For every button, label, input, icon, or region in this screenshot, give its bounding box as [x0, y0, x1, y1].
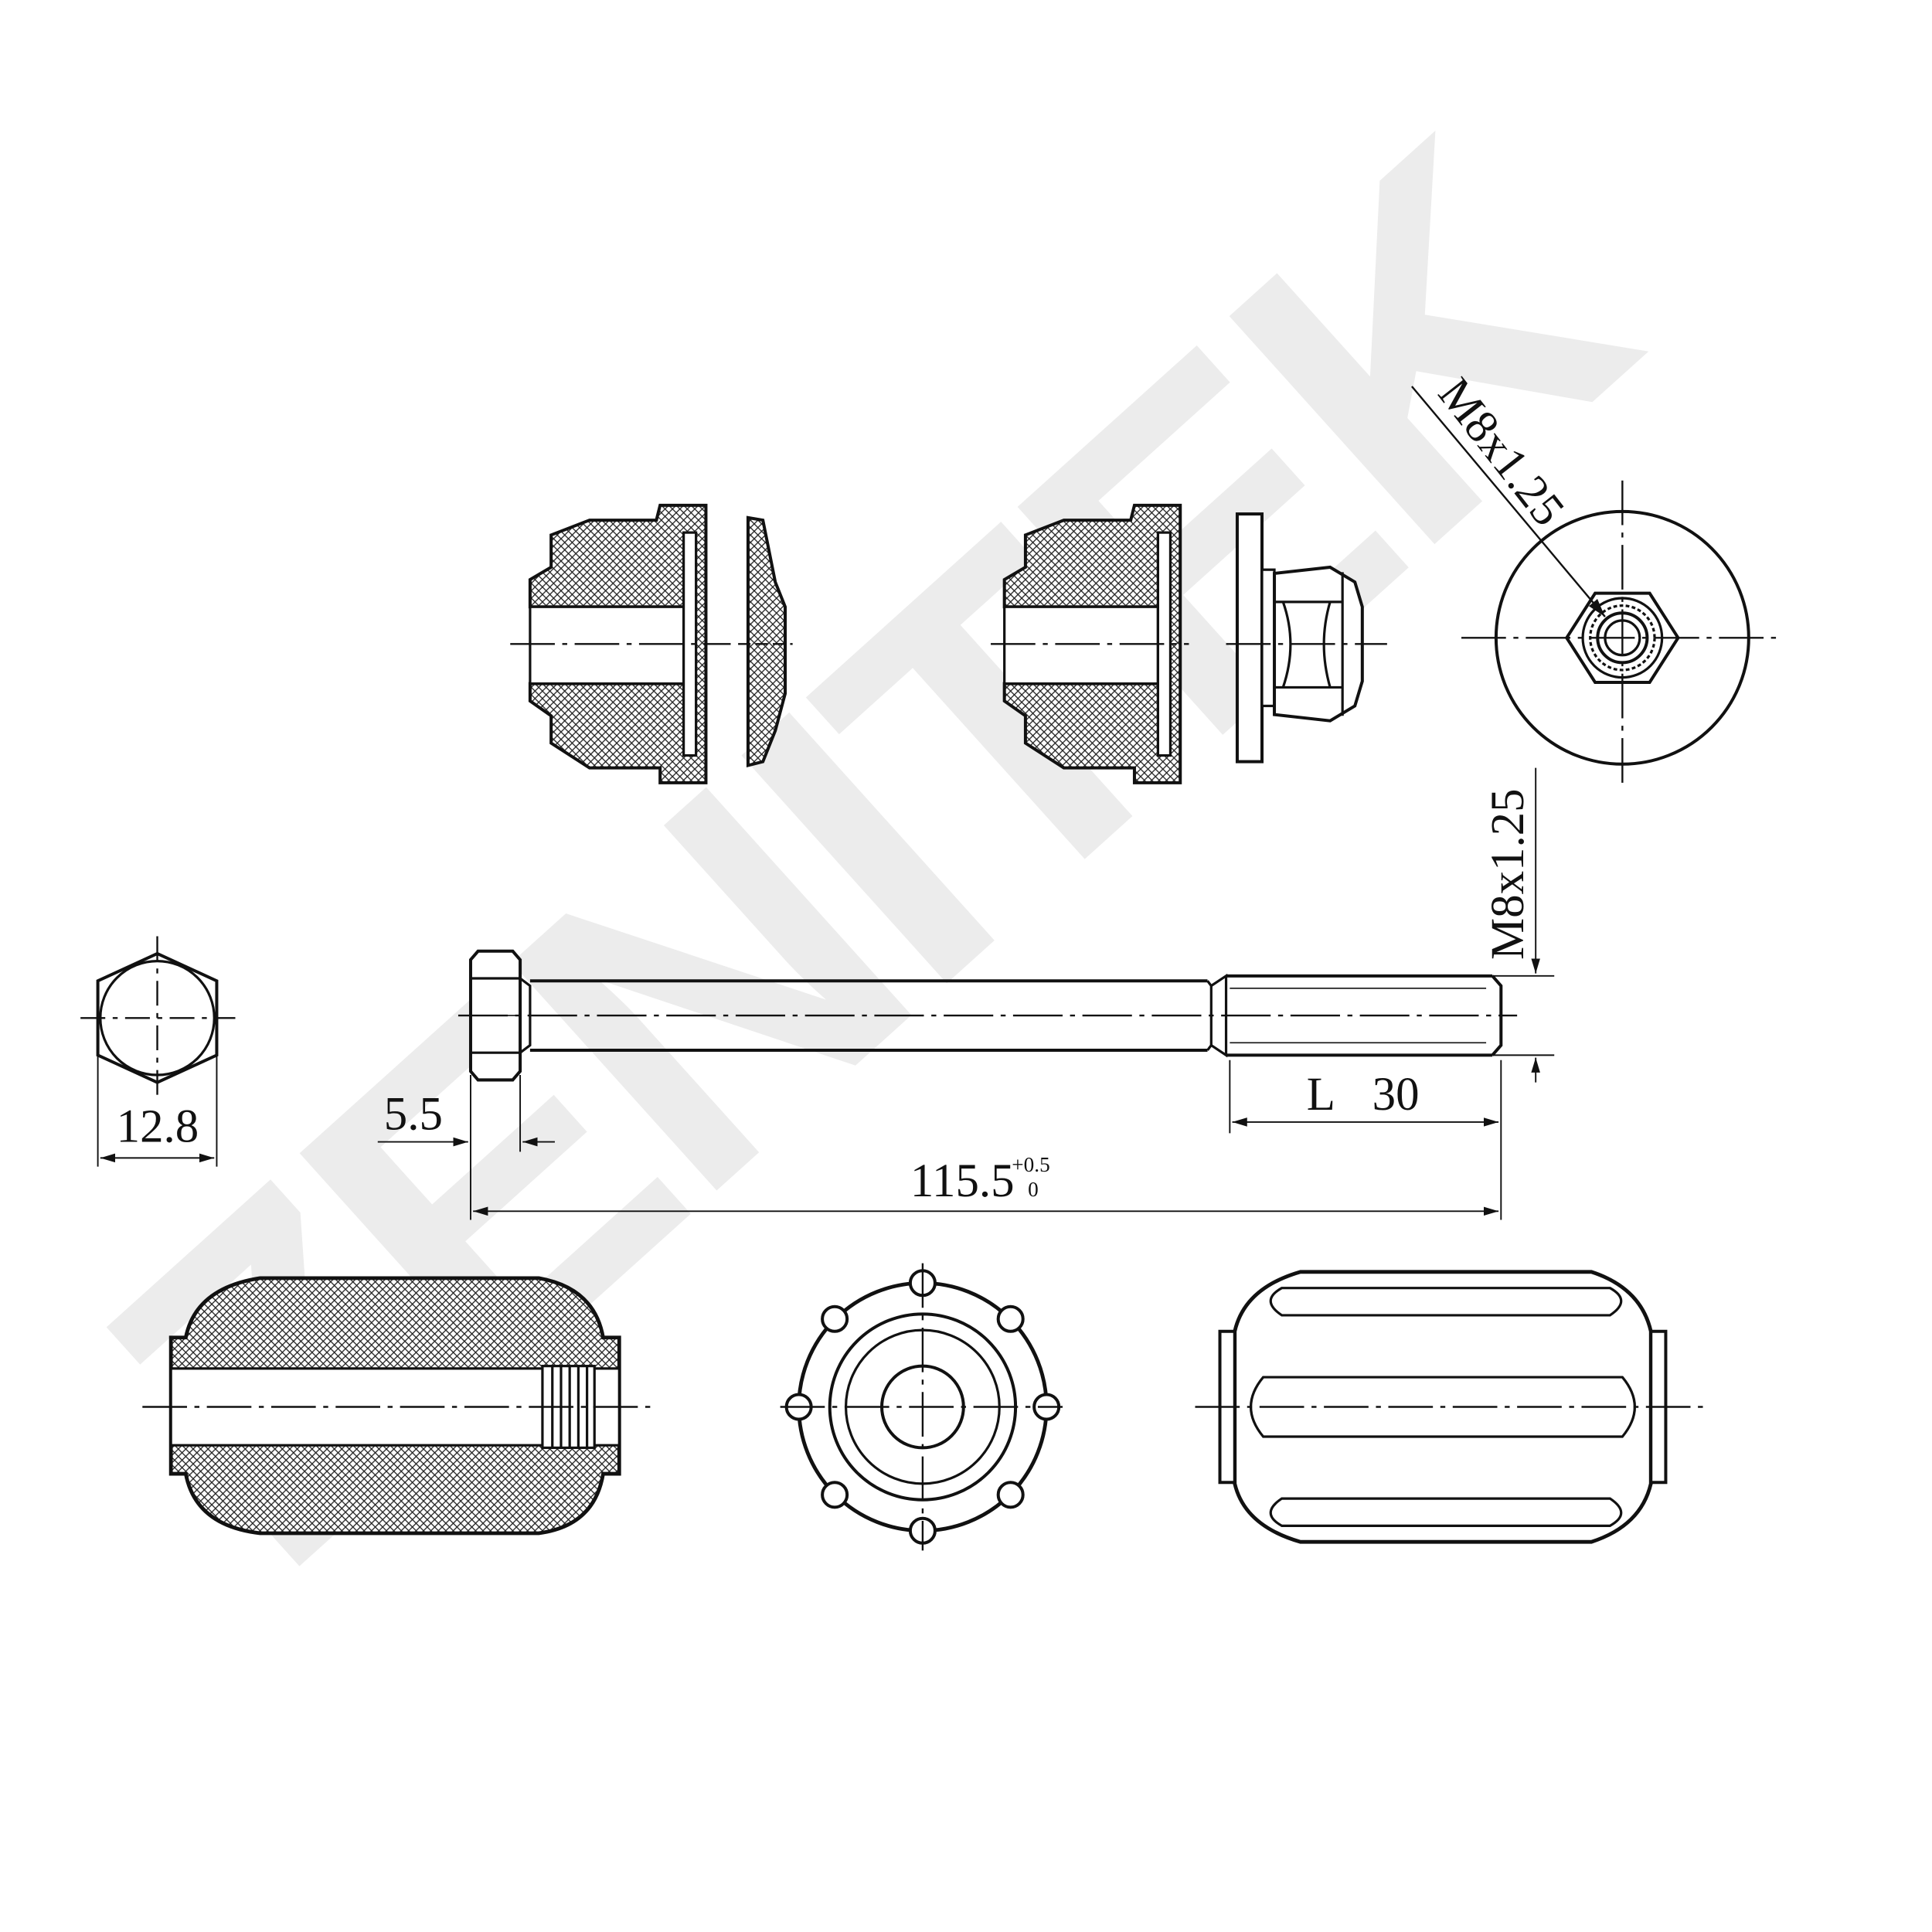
bolt-side-view [457, 949, 1518, 1082]
bushing-end-view [780, 1263, 1063, 1551]
bushing-half-right [991, 503, 1189, 784]
rubber-bushing-section [142, 1276, 657, 1536]
thread-length-letter: L [1307, 1069, 1335, 1121]
total-length-label: 115.5 [910, 1155, 1015, 1207]
head-height-label: 5.5 [384, 1089, 443, 1141]
hex-head-end-view [80, 936, 236, 1167]
bushing-exterior-view [1195, 1270, 1709, 1544]
assembly-end-view [1411, 386, 1784, 787]
nyloc-nut-side [1226, 565, 1387, 723]
washer-flat [1235, 512, 1276, 764]
thread-length-label: 30 [1372, 1069, 1420, 1121]
washer-cup [738, 515, 793, 767]
bolt-dimensions [377, 767, 1555, 1220]
total-length-tolerance-lower: 0 [1028, 1178, 1039, 1201]
bushing-half-left [510, 503, 731, 784]
thread-label-vertical: M8x1.25 [1482, 788, 1534, 960]
total-length-tolerance-upper: +0.5 [1012, 1153, 1049, 1176]
hex-width-label: 12.8 [117, 1101, 199, 1153]
